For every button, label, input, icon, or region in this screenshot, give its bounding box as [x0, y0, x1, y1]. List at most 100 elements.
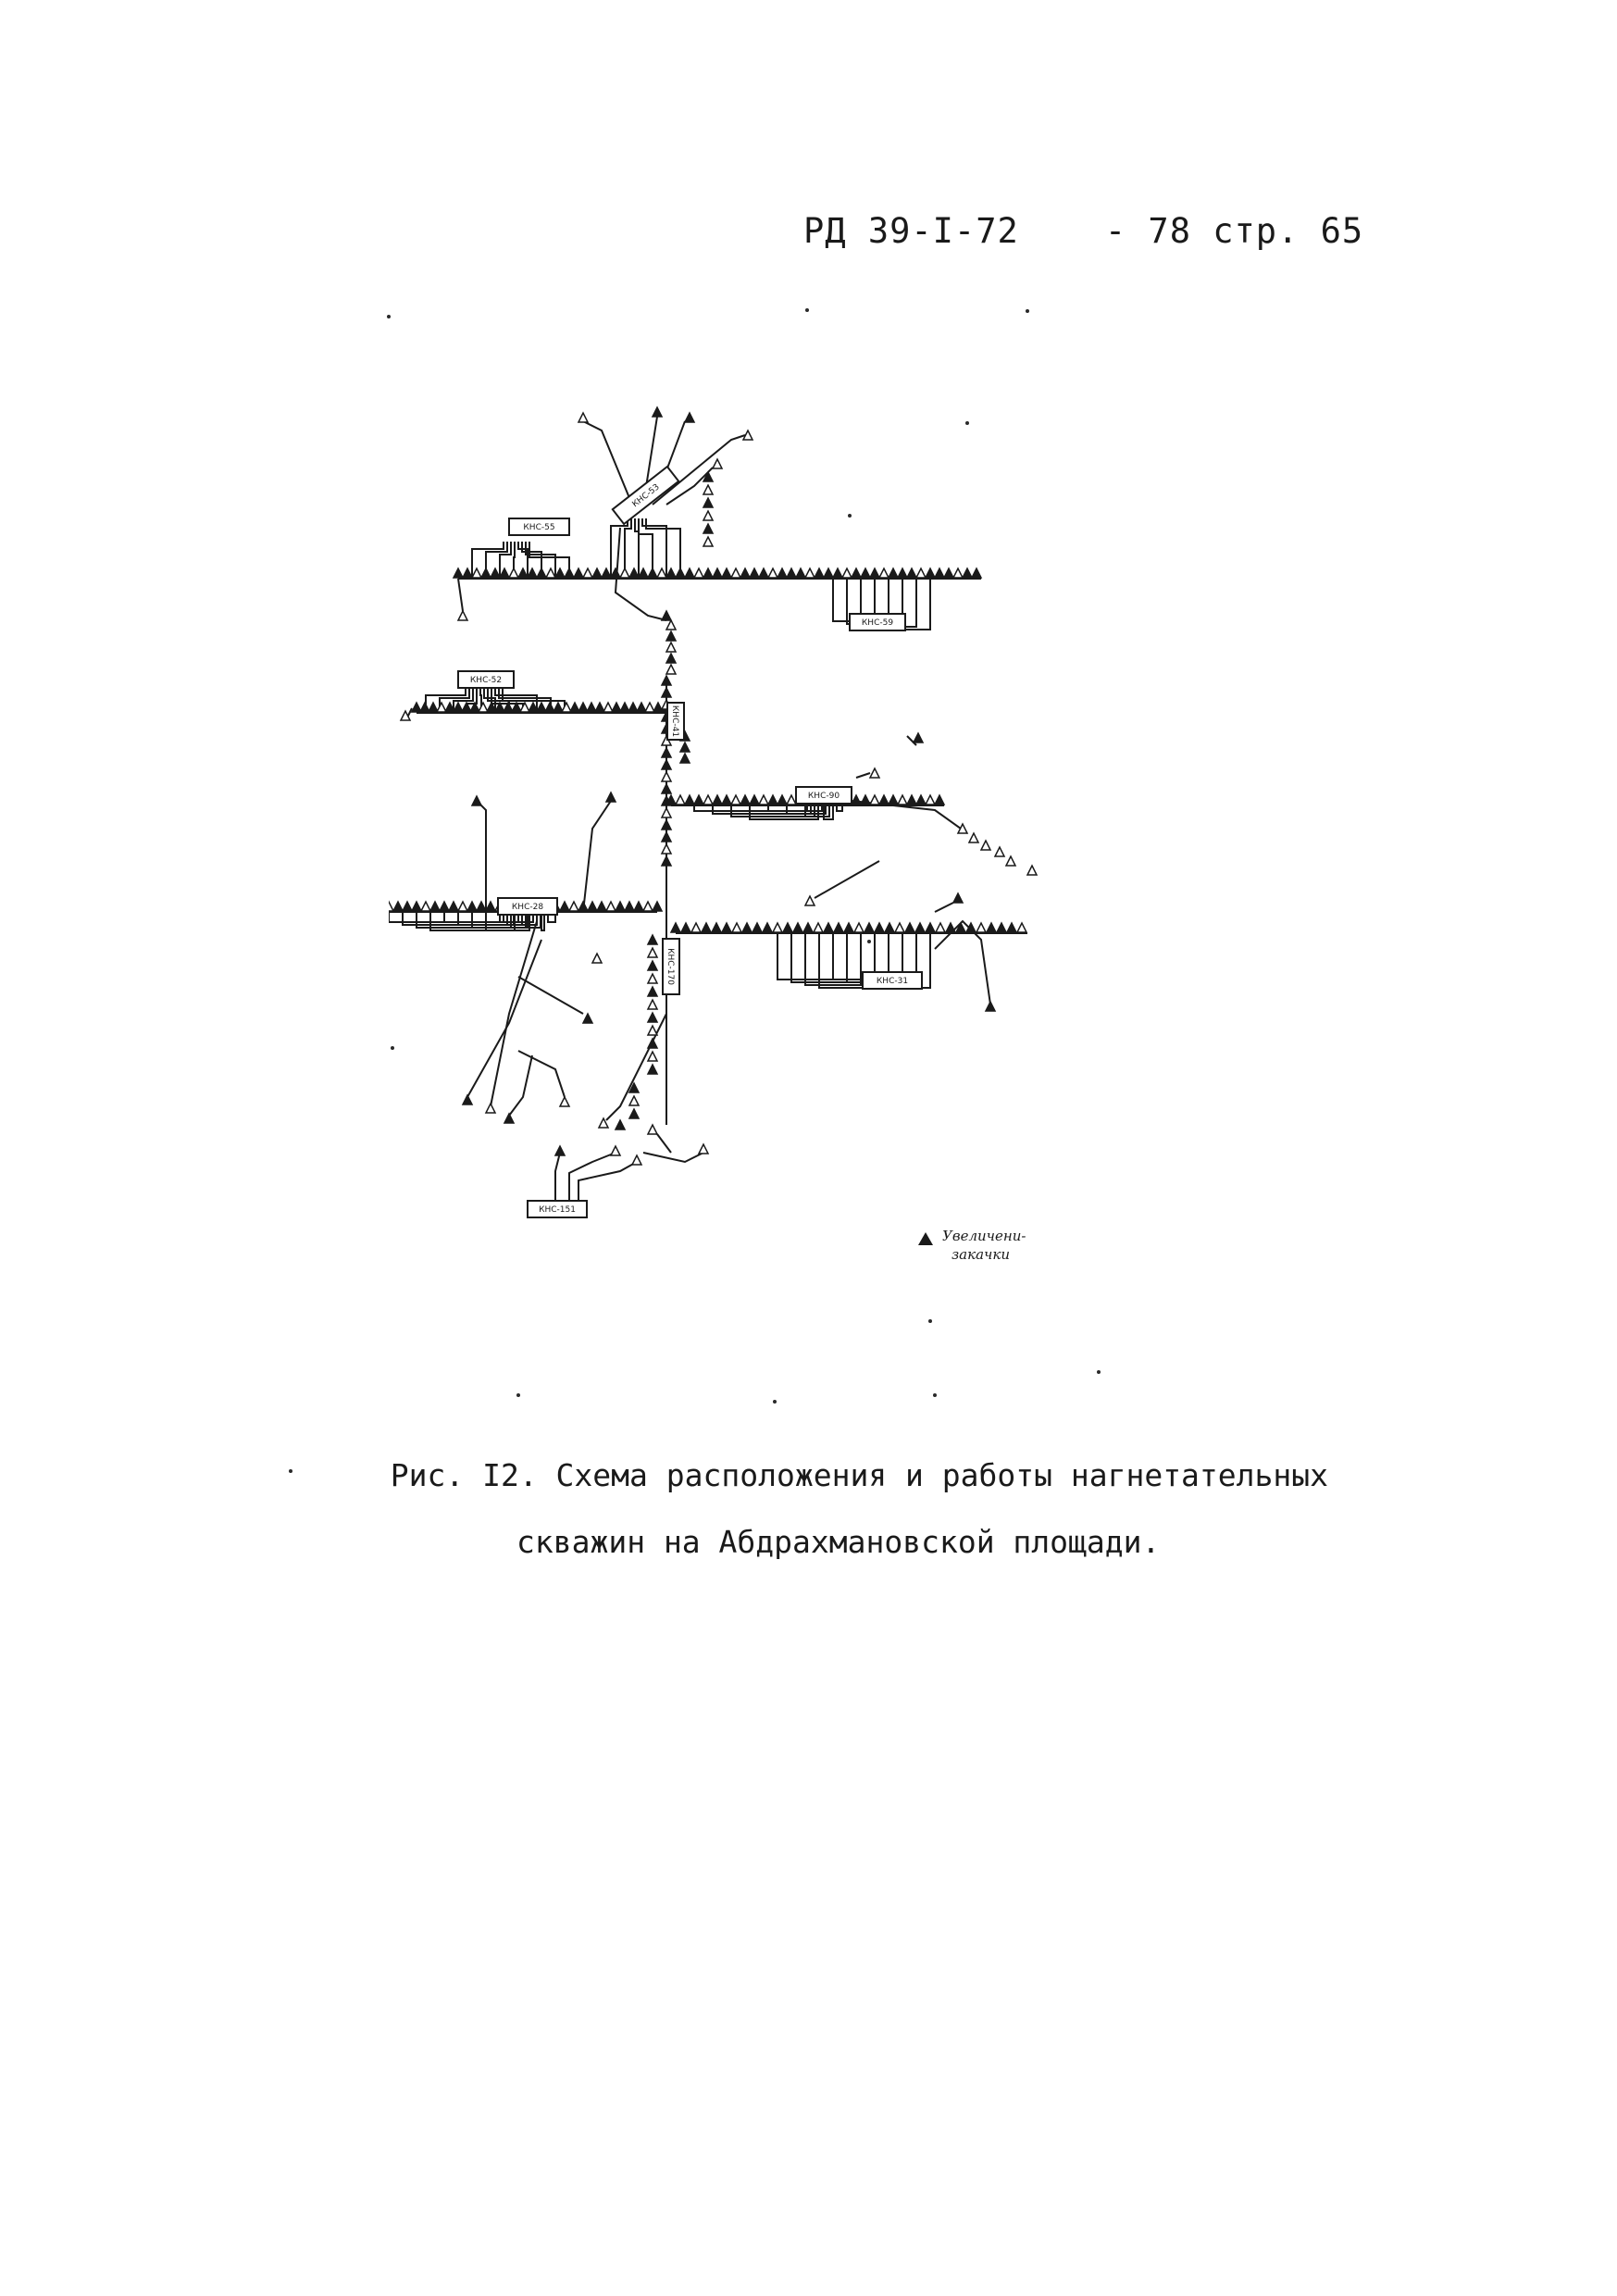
injection-well-increased-icon — [761, 921, 774, 933]
injection-well-increased-icon — [776, 567, 789, 579]
branch-line — [814, 860, 880, 899]
pump-station-box: КНС-52 — [457, 670, 515, 689]
injection-well-increased-icon — [660, 674, 673, 686]
injection-well-increased-icon — [652, 701, 665, 713]
injection-well-icon — [803, 894, 816, 906]
injection-well-increased-icon — [479, 567, 492, 579]
injection-well-increased-icon — [577, 701, 590, 713]
injection-well-icon — [803, 567, 816, 579]
injection-well-increased-icon — [776, 793, 789, 805]
feeder-line — [485, 542, 508, 579]
scan-speck — [773, 1400, 777, 1404]
injection-well-increased-icon — [660, 830, 673, 842]
injection-well-increased-icon — [942, 567, 955, 579]
injection-well-icon — [711, 457, 724, 469]
injection-well-icon — [934, 921, 947, 933]
injection-well-increased-icon — [748, 567, 761, 579]
pump-station-box: КНС-28 — [497, 897, 558, 916]
injection-well-increased-icon — [660, 855, 673, 867]
scan-speck — [1026, 309, 1029, 313]
injection-well-increased-icon — [678, 752, 691, 764]
feeder-line — [547, 912, 556, 923]
injection-well-increased-icon — [418, 701, 431, 713]
injection-well-increased-icon — [985, 921, 998, 933]
injection-well-icon — [646, 972, 659, 984]
pump-station-label: КНС-52 — [470, 676, 502, 685]
injection-well-icon — [560, 701, 573, 713]
injection-well-icon — [456, 609, 469, 621]
injection-well-increased-icon — [873, 921, 886, 933]
injection-well-increased-icon — [781, 921, 794, 933]
caption-line-1: Рис. I2. Схема расположения и работы наг… — [390, 1457, 1329, 1493]
branch-line — [582, 800, 612, 913]
injection-well-icon — [643, 701, 656, 713]
injection-well-increased-icon — [470, 794, 483, 806]
injection-well-increased-icon — [429, 900, 442, 912]
feeder-line — [641, 518, 667, 579]
injection-well-increased-icon — [669, 921, 682, 933]
branch-line — [568, 1152, 616, 1201]
injection-well-increased-icon — [1005, 921, 1018, 933]
injection-well-increased-icon — [585, 701, 598, 713]
injection-well-icon — [1015, 921, 1028, 933]
injection-well-icon — [914, 567, 927, 579]
injection-well-increased-icon — [498, 567, 511, 579]
injection-well-icon — [952, 567, 964, 579]
injection-well-increased-icon — [577, 900, 590, 912]
injection-well-increased-icon — [646, 567, 659, 579]
page-reference: - 78 стр. 65 — [1104, 211, 1364, 251]
injection-well-icon — [741, 429, 754, 441]
branch-line — [855, 772, 871, 779]
injection-well-increased-icon — [493, 701, 506, 713]
injection-well-increased-icon — [646, 1063, 659, 1075]
feeder-line — [804, 804, 830, 817]
branch-line — [906, 735, 917, 746]
injection-well-increased-icon — [711, 793, 724, 805]
branch-line — [656, 1133, 672, 1154]
branch-line — [652, 434, 746, 505]
injection-well-increased-icon — [883, 921, 896, 933]
injection-well-increased-icon — [635, 701, 648, 713]
injection-well-increased-icon — [502, 701, 515, 713]
caption-line-2: скважин на Абдрахмановской площади. — [516, 1524, 1161, 1560]
injection-well-increased-icon — [581, 1012, 594, 1024]
injection-well-increased-icon — [651, 406, 664, 418]
scan-speck — [867, 940, 871, 943]
pipeline-network — [389, 416, 1027, 1201]
legend-label-line1: Увеличени- — [942, 1228, 1026, 1244]
feeder-line — [499, 542, 512, 579]
injection-well-icon — [456, 900, 469, 912]
injection-well-icon — [975, 921, 988, 933]
injection-well-increased-icon — [646, 985, 659, 997]
injection-well-increased-icon — [692, 793, 705, 805]
injection-well-icon — [702, 483, 715, 495]
legend-label-line2: закачки — [952, 1246, 1010, 1263]
injection-well-increased-icon — [468, 701, 481, 713]
scheme-drawing: КНС-55КНС-53КНС-59КНС-52КНС-41КНС-90КНС-… — [389, 406, 1039, 1263]
injection-well-icon — [389, 900, 395, 912]
injection-well-increased-icon — [710, 921, 723, 933]
feeder-line — [767, 804, 823, 812]
branch-line — [466, 939, 542, 1098]
pump-station-label: КНС-31 — [877, 977, 908, 986]
pump-station-label: КНС-170 — [665, 948, 675, 985]
scan-speck — [928, 1319, 932, 1323]
injection-well-increased-icon — [887, 793, 900, 805]
injection-well-icon — [544, 567, 557, 579]
injection-well-increased-icon — [933, 793, 946, 805]
page-header: РД 39-I-72 - 78 стр. 65 — [803, 211, 1363, 251]
injection-well-increased-icon — [785, 567, 798, 579]
injection-well-increased-icon — [637, 567, 650, 579]
injection-well-increased-icon — [614, 900, 627, 912]
injection-well-increased-icon — [552, 701, 565, 713]
injection-well-increased-icon — [609, 567, 622, 579]
injection-well-increased-icon — [646, 1037, 659, 1049]
injection-well-increased-icon — [905, 793, 918, 805]
scan-speck — [516, 1393, 520, 1397]
injection-well-increased-icon — [757, 567, 770, 579]
feeder-line — [836, 804, 843, 812]
injection-well-icon — [1026, 864, 1039, 876]
injection-well-icon — [665, 663, 678, 675]
injection-well-increased-icon — [660, 782, 673, 794]
